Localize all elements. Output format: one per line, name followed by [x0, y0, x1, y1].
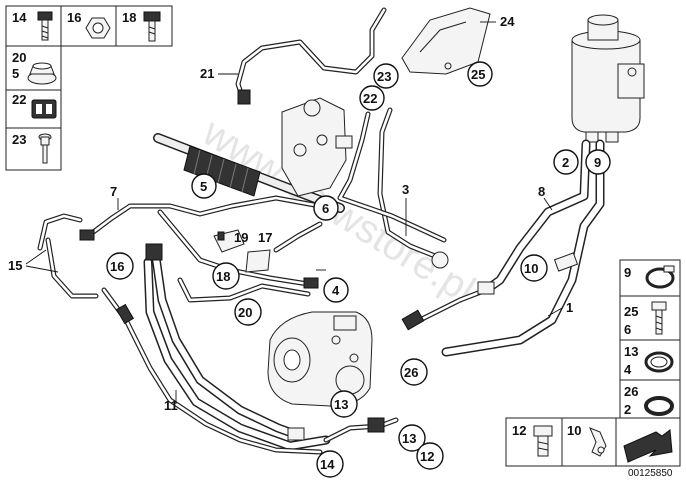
callout-8: 8: [538, 184, 545, 199]
callout-1: 1: [566, 300, 573, 315]
legend-label-12: 12: [512, 423, 526, 438]
callout-10: 10: [524, 261, 538, 276]
callout-3: 3: [402, 182, 409, 197]
callout-6: 6: [322, 201, 329, 216]
hose-end-fitting: [237, 89, 251, 105]
legend-label-20: 20: [12, 50, 26, 65]
clip-icon: [31, 99, 57, 119]
bolt-icon: [143, 11, 161, 42]
callout-20: 20: [238, 305, 252, 320]
hydraulic-lines: [37, 7, 605, 455]
callout-14: 14: [320, 457, 335, 472]
seal-ring-icon: [644, 351, 674, 373]
callout-17: 17: [258, 230, 272, 245]
callout-12: 12: [420, 449, 434, 464]
legend-label-9: 9: [624, 265, 631, 280]
legend-label-26: 26: [624, 384, 638, 399]
legend-label-25: 25: [624, 304, 638, 319]
callout-24: 24: [500, 14, 515, 29]
legend-label-23: 23: [12, 132, 26, 147]
legend-bottom-right: 12 10 00125850: [505, 417, 681, 479]
callout-23: 23: [377, 69, 391, 84]
callout-22: 22: [363, 91, 377, 106]
legend-label-6: 6: [624, 322, 631, 337]
callout-25: 25: [471, 67, 485, 82]
callout-16: 16: [110, 259, 124, 274]
legend-label-2: 2: [624, 402, 631, 417]
fluid-reservoir: [571, 14, 645, 143]
legend-label-22: 22: [12, 92, 26, 107]
heat-shield: [401, 7, 491, 75]
callout-15: 15: [8, 258, 22, 273]
legend-top-left: 14 16 18 20 5 22 23: [5, 5, 173, 171]
callout-26: 26: [404, 365, 418, 380]
callout-19: 19: [234, 230, 248, 245]
legend-label-18: 18: [122, 10, 136, 25]
diagram-number: 00125850: [628, 468, 673, 479]
legend-label-14: 14: [12, 10, 27, 25]
callout-13-lower: 13: [402, 431, 416, 446]
bracket-clip-icon: [589, 427, 607, 457]
hose-clamp-icon: [645, 265, 675, 289]
legend-label-16: 16: [67, 10, 81, 25]
legend-label-4: 4: [624, 362, 632, 377]
flange-nut-icon: [27, 62, 57, 85]
legend-label-13: 13: [624, 344, 638, 359]
banjo-bolt-icon: [533, 425, 553, 457]
callout-4: 4: [332, 283, 340, 298]
callout-21: 21: [200, 66, 214, 81]
legend-label-5: 5: [12, 66, 19, 81]
screw-icon: [38, 133, 52, 164]
callout-9: 9: [594, 155, 601, 170]
bolt-icon: [651, 301, 667, 335]
callout-18: 18: [216, 269, 230, 284]
hex-nut-icon: [85, 17, 111, 39]
legend-right: 9 25 6 13 4 26 2: [619, 259, 681, 429]
power-steering-pump: [267, 311, 373, 407]
callout-7: 7: [110, 184, 117, 199]
callout-13-upper: 13: [334, 397, 348, 412]
callout-5: 5: [200, 179, 207, 194]
steering-rack: [153, 97, 353, 213]
arrow-icon: [623, 429, 673, 463]
callout-11: 11: [164, 398, 178, 413]
bolt-icon: [37, 11, 53, 41]
hose-clamp-icon: [644, 396, 674, 416]
callouts: 21 24 23 22 25 2 9 8 10 1 3 6 5 7 15: [8, 14, 611, 478]
callout-2: 2: [562, 155, 569, 170]
legend-label-10: 10: [567, 423, 581, 438]
